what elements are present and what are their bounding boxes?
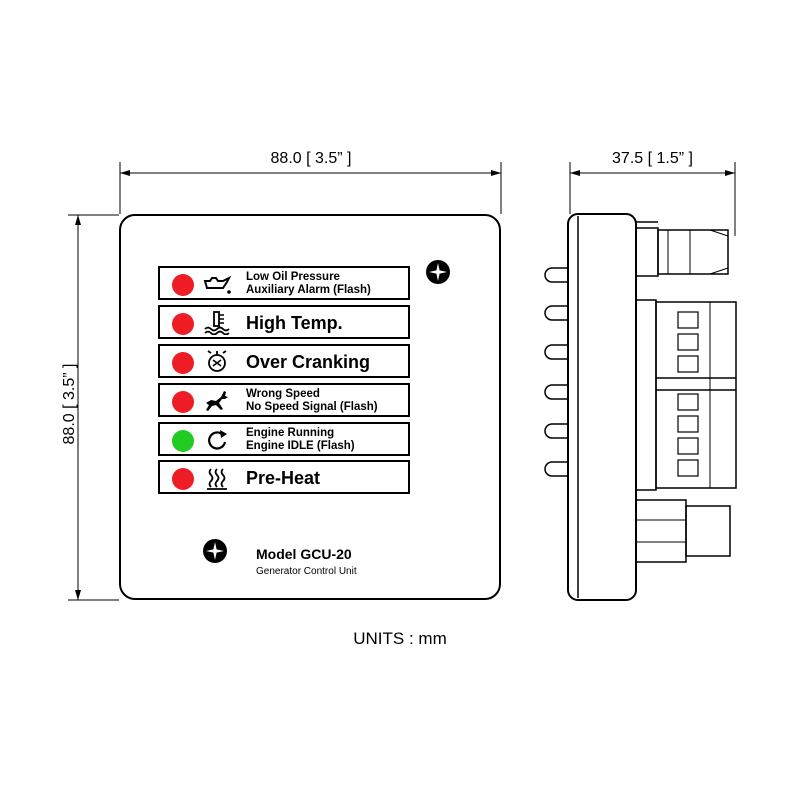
status-led — [172, 352, 194, 374]
width-dimension-label: 88.0 [ 3.5” ] — [270, 150, 352, 167]
indicator-label: High Temp. — [246, 313, 343, 333]
indicator-sublabel: Engine IDLE (Flash) — [246, 440, 355, 452]
indicator-label: Low Oil Pressure — [246, 271, 340, 283]
coolant-temperature-icon — [202, 311, 232, 336]
product-description: Generator Control Unit — [256, 566, 357, 577]
model-label: Model GCU-20 — [256, 546, 352, 562]
screw-icon — [426, 260, 450, 284]
indicator-sublabel: Auxiliary Alarm (Flash) — [246, 284, 371, 296]
side-view — [544, 213, 737, 601]
oil-can-icon — [202, 272, 232, 296]
running-deer-icon — [202, 389, 232, 413]
indicator-row-over-cranking: Over Cranking — [158, 344, 410, 378]
indicator-row-pre-heat: Pre-Heat — [158, 460, 410, 494]
status-led — [172, 468, 194, 490]
status-led — [172, 313, 194, 335]
units-note: UNITS : mm — [353, 629, 447, 648]
indicator-sublabel: No Speed Signal (Flash) — [246, 401, 378, 413]
crank-icon — [202, 350, 232, 374]
status-led — [172, 391, 194, 413]
indicator-row-high-temp: High Temp. — [158, 305, 410, 339]
status-led — [172, 274, 194, 296]
height-dimension-label: 88.0 [ 3.5” ] — [61, 363, 78, 445]
depth-dimension-label: 37.5 [ 1.5” ] — [612, 150, 693, 167]
indicator-label: Wrong Speed — [246, 388, 320, 400]
indicator-label: Pre-Heat — [246, 468, 321, 488]
status-led — [172, 430, 194, 452]
screw-icon — [203, 539, 227, 563]
rotation-icon — [202, 428, 232, 452]
indicator-label: Over Cranking — [246, 352, 371, 372]
indicator-label: Engine Running — [246, 427, 335, 439]
heater-coil-icon — [202, 466, 232, 490]
